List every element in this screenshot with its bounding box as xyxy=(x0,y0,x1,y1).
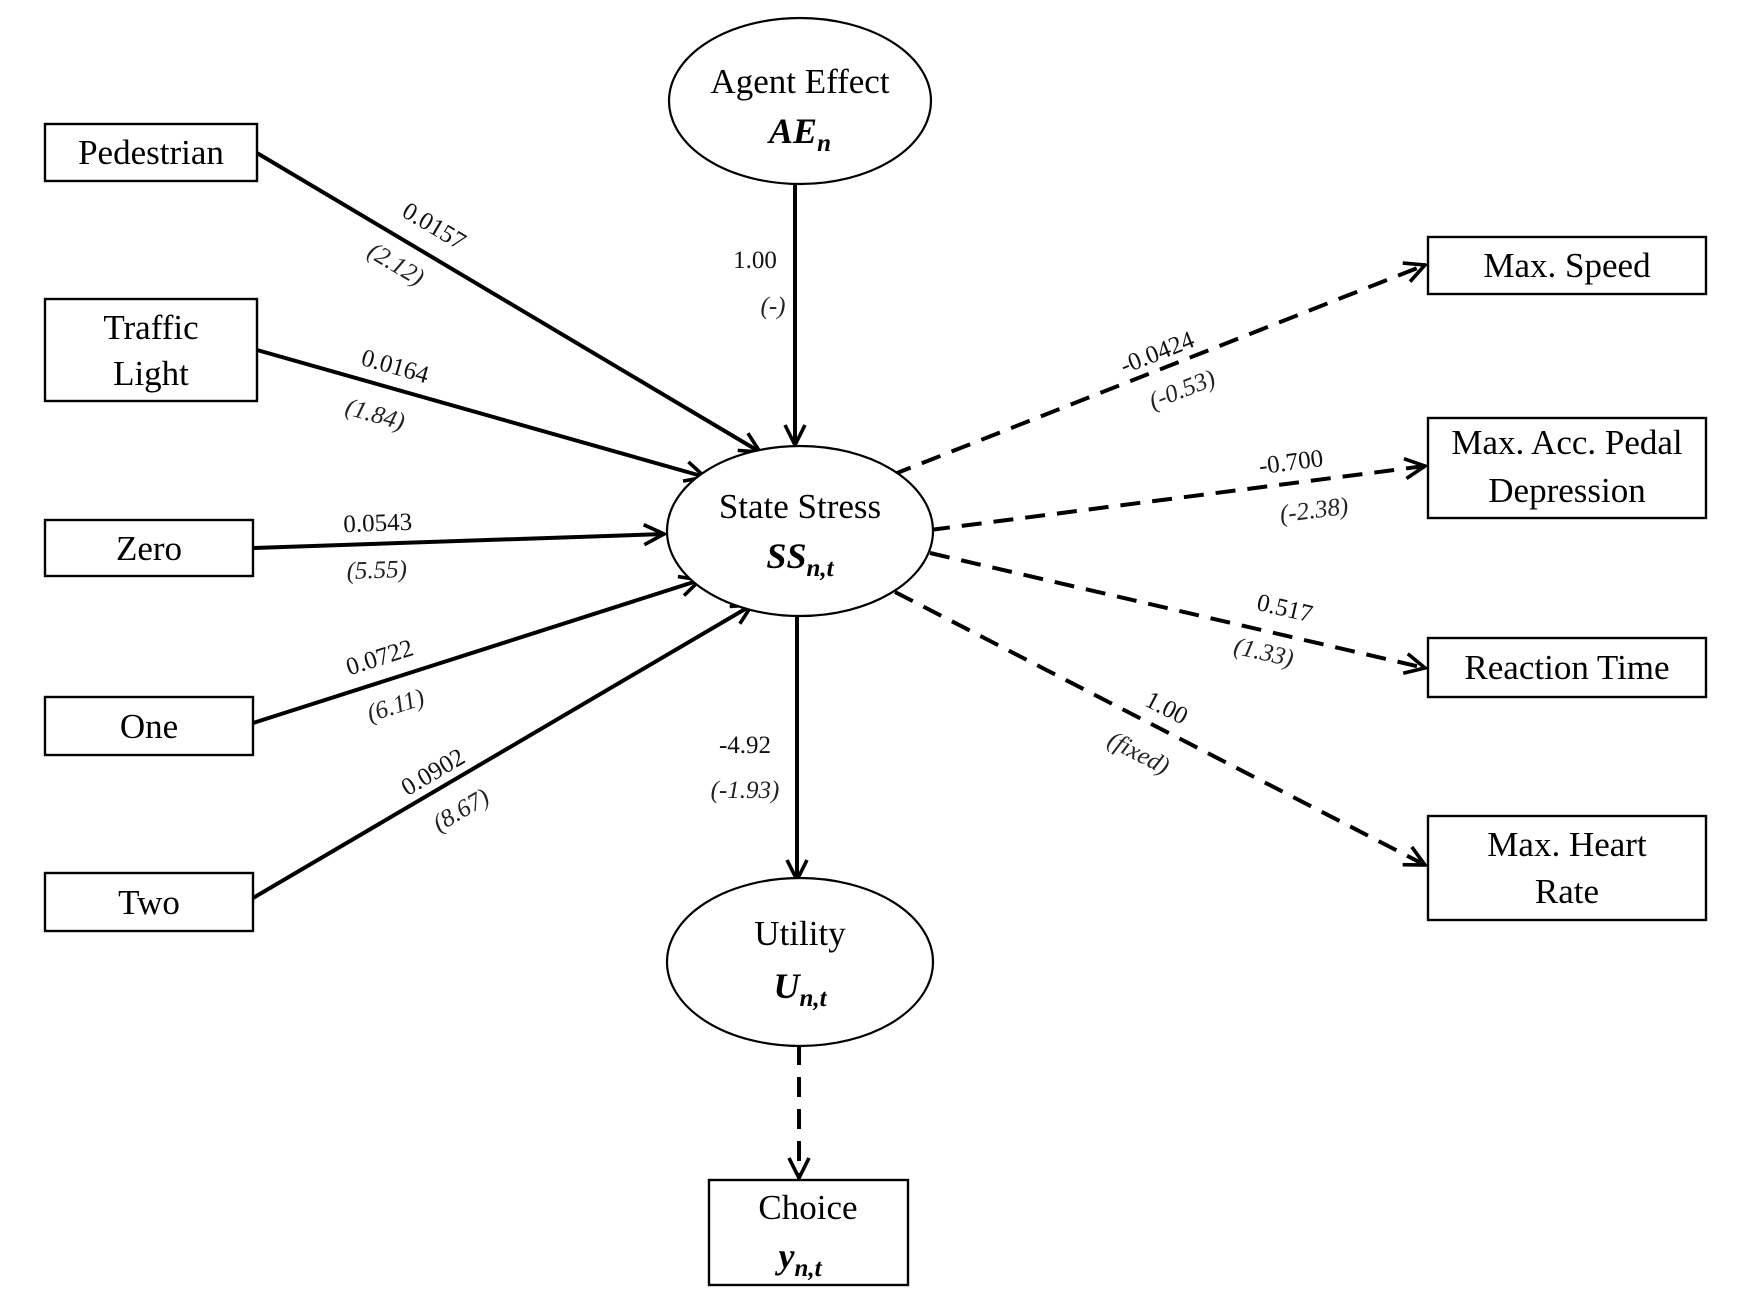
utility-symbol: Un,t xyxy=(773,966,827,1012)
node-state-stress: State Stress SSn,t xyxy=(665,444,935,618)
agent-effect-label: Agent Effect xyxy=(710,62,889,101)
agent-effect-symbol: AEn xyxy=(767,111,831,157)
choice-label: Choice xyxy=(758,1188,857,1227)
tstat-traffic-light: (1.84) xyxy=(342,394,407,436)
edge-state-stress-to-reaction-time xyxy=(929,551,1425,668)
pedestrian-label: Pedestrian xyxy=(78,133,224,172)
one-label: One xyxy=(120,707,178,746)
tstat-two: (8.67) xyxy=(428,784,494,838)
edges xyxy=(251,151,1425,1178)
tstat-pedestrian: (2.12) xyxy=(363,238,429,292)
choice-symbol: yn,t xyxy=(774,1236,822,1282)
state-stress-label: State Stress xyxy=(719,487,881,526)
two-label: Two xyxy=(118,883,180,922)
max-heart-rate-label-line2: Rate xyxy=(1535,872,1599,911)
max-acc-label-line1: Max. Acc. Pedal xyxy=(1451,423,1683,462)
coef-pedestrian: 0.0157 xyxy=(397,197,470,255)
node-one: One xyxy=(43,695,255,757)
coef-max-acc: -0.700 xyxy=(1257,445,1325,480)
tstat-one: (6.11) xyxy=(364,684,428,728)
node-max-speed: Max. Speed xyxy=(1426,235,1708,296)
coef-max-heart-rate: 1.00 xyxy=(1141,686,1192,730)
tstat-reaction-time: (1.33) xyxy=(1231,633,1296,673)
node-traffic-light: Traffic Light xyxy=(43,297,259,403)
max-acc-label-line2: Depression xyxy=(1488,471,1645,510)
node-two: Two xyxy=(43,871,255,933)
edge-state-stress-to-max-acc xyxy=(929,466,1425,532)
tstat-max-heart-rate: (fixed) xyxy=(1103,726,1173,780)
node-zero: Zero xyxy=(43,518,255,578)
coef-utility: -4.92 xyxy=(719,732,771,759)
max-heart-rate-label-line1: Max. Heart xyxy=(1487,825,1647,864)
node-choice: Choice yn,t xyxy=(707,1178,910,1287)
coef-reaction-time: 0.517 xyxy=(1254,589,1315,628)
traffic-light-label-line2: Light xyxy=(113,354,189,393)
edge-two-to-state-stress xyxy=(251,605,752,900)
traffic-light-label-line1: Traffic xyxy=(103,308,198,347)
node-max-acc-pedal-depression: Max. Acc. Pedal Depression xyxy=(1426,416,1708,520)
edge-pedestrian-to-state-stress xyxy=(255,151,760,452)
edge-state-stress-to-max-speed xyxy=(891,265,1425,477)
max-speed-label: Max. Speed xyxy=(1483,246,1651,285)
reaction-time-label: Reaction Time xyxy=(1464,648,1669,687)
state-stress-symbol: SSn,t xyxy=(766,536,834,582)
coef-agent-effect: 1.00 xyxy=(733,247,777,274)
edge-state-stress-to-max-heart-rate xyxy=(894,590,1425,865)
node-reaction-time: Reaction Time xyxy=(1426,636,1708,699)
tstat-agent-effect: (-) xyxy=(761,293,786,320)
coef-zero: 0.0543 xyxy=(343,509,413,538)
node-max-heart-rate: Max. Heart Rate xyxy=(1426,814,1708,922)
utility-label: Utility xyxy=(754,914,846,953)
edge-one-to-state-stress xyxy=(252,580,700,725)
coef-max-speed: -0.0424 xyxy=(1116,326,1198,380)
edge-zero-to-state-stress xyxy=(252,534,664,550)
node-utility: Utility Un,t xyxy=(665,876,935,1048)
node-agent-effect: Agent Effect AEn xyxy=(667,16,933,186)
tstat-zero: (5.55) xyxy=(346,556,407,585)
edge-traffic-light-to-state-stress xyxy=(256,348,705,477)
tstat-max-acc: (-2.38) xyxy=(1278,493,1350,529)
zero-label: Zero xyxy=(116,529,182,568)
tstat-utility: (-1.93) xyxy=(711,777,780,804)
tstat-max-speed: (-0.53) xyxy=(1145,365,1219,415)
node-pedestrian: Pedestrian xyxy=(43,122,259,183)
